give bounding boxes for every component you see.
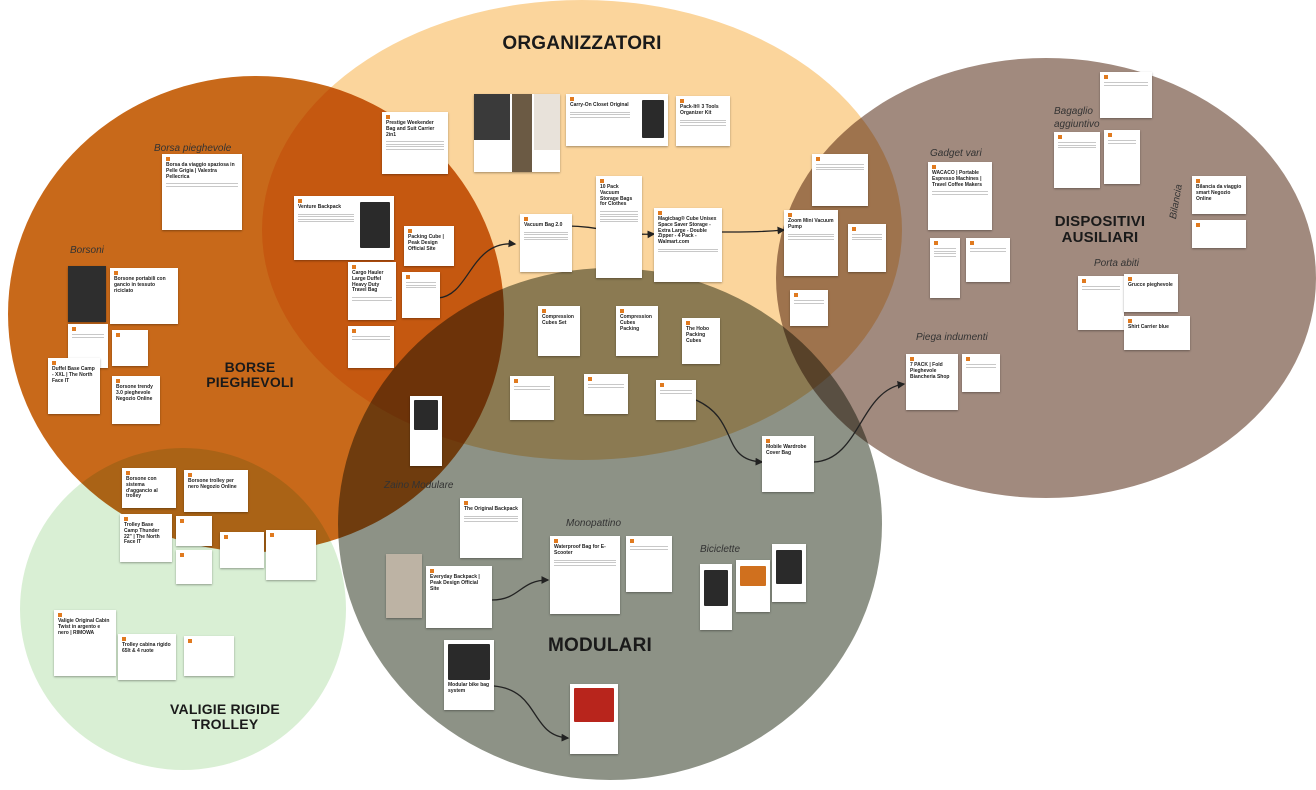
card-mobile-wardrobe[interactable]: Mobile Wardrobe Cover Bag xyxy=(762,436,814,492)
sublabel-gadget-vari: Gadget vari xyxy=(930,148,982,159)
card-gadget-3[interactable] xyxy=(790,290,828,326)
card-grucce-pieghevole[interactable]: Grucce pieghevole xyxy=(1124,274,1178,312)
sublabel-bagaglio-aggiuntivo: Bagaglio aggiuntivo xyxy=(1054,106,1100,130)
card-venture-backpack[interactable]: Venture Backpack xyxy=(294,196,394,260)
card-small-item[interactable] xyxy=(348,326,394,368)
card-borsa-viaggio[interactable]: Borsa da viaggio spaziosa in Pelle Grigi… xyxy=(162,154,242,230)
card-zaino-modulare[interactable] xyxy=(410,396,442,466)
card-gadget-1[interactable] xyxy=(812,154,868,206)
arrow-magicbag-to-zoom xyxy=(719,226,786,235)
card-borsone-riciclate[interactable]: Borsone portabili con gancio in tessuto … xyxy=(110,268,178,324)
card-trolley-small-b[interactable] xyxy=(176,550,212,584)
arrow-bike-to-tool xyxy=(493,685,570,742)
category-title-borse: BORSE PIEGHEVOLI xyxy=(206,359,294,390)
card-everyday-backpack[interactable]: Everyday Backpack | Peak Design Official… xyxy=(426,566,492,628)
card-original-backpack[interactable]: The Original Backpack xyxy=(460,498,522,558)
card-space-saver[interactable]: 10 Pack Vacuum Storage Bags for Clothes xyxy=(596,176,642,278)
photo-icon xyxy=(512,94,532,172)
card-bilancia-2[interactable] xyxy=(1192,220,1246,248)
photo-icon xyxy=(534,94,560,150)
card-cubes-e[interactable] xyxy=(584,374,628,414)
category-title-valigie: VALIGIE RIGIDE TROLLEY xyxy=(170,701,280,732)
card-bike-2[interactable] xyxy=(736,560,770,612)
card-valigie-original[interactable]: Valigie Original Cabin Twist in argento … xyxy=(54,610,116,676)
card-carry-on-closet[interactable]: Carry-On Closet Original xyxy=(566,94,668,146)
sublabel-borsoni: Borsoni xyxy=(70,245,104,256)
card-bike-1[interactable] xyxy=(700,564,732,630)
card-magicbag[interactable]: Magicbag® Cube Unisex Space Saver Storag… xyxy=(654,208,722,282)
card-fold-2[interactable] xyxy=(962,354,1000,392)
sublabel-biciclette: Biciclette xyxy=(700,544,741,555)
card-gadget-4[interactable] xyxy=(930,238,960,298)
card-cubes-d[interactable] xyxy=(510,376,554,420)
card-cubes-f[interactable] xyxy=(656,380,696,420)
card-packing-c[interactable]: The Hobo Packing Cubes xyxy=(682,318,720,364)
card-gadget-2[interactable] xyxy=(848,224,886,272)
card-fold-pieghevole[interactable]: 7 PACK | Fold Pieghevole Biancheria Shop xyxy=(906,354,958,410)
card-bagaglio-1[interactable] xyxy=(1100,72,1152,118)
card-borsone-trolley[interactable]: Borsone trolley per nero Negozio Online xyxy=(184,470,248,512)
card-bike-photo[interactable]: Modular bike bag system xyxy=(444,640,494,710)
circle-dispositivi xyxy=(776,58,1316,498)
card-compression-b[interactable]: Compression Cubes Packing xyxy=(616,306,658,356)
arrow-cubes-to-wardrobe xyxy=(695,399,764,466)
sublabel-borsa-pieghevole: Borsa pieghevole xyxy=(154,143,232,154)
card-prestige-weekender[interactable]: Prestige Weekender Bag and Suit Carrier … xyxy=(382,112,448,174)
circle-valigie xyxy=(20,448,346,770)
card-bike-3[interactable] xyxy=(772,544,806,602)
card-borsoni-photo[interactable] xyxy=(68,266,106,322)
card-gadget-5[interactable] xyxy=(966,238,1010,282)
sublabel-monopattino: Monopattino xyxy=(566,518,622,529)
card-trolley-small-c[interactable] xyxy=(220,532,264,568)
card-trolley-base-camp[interactable]: Trolley Base Camp Thunder 22" | The Nort… xyxy=(120,514,172,562)
card-packing-cube[interactable]: Packing Cube | Peak Design Official Site xyxy=(404,226,454,266)
card-backpack-photo[interactable] xyxy=(386,554,422,618)
card-bagaglio-2[interactable] xyxy=(1054,132,1100,188)
arrow-everyday-to-scooter xyxy=(491,576,550,601)
card-wacaco[interactable]: WACACO | Portable Espresso Machines | Tr… xyxy=(928,162,992,230)
arrow-cargo-to-vacuum xyxy=(437,239,517,299)
card-trolley-small-d[interactable] xyxy=(266,530,316,580)
card-trolley-extra[interactable] xyxy=(184,636,234,676)
sublabel-piega-indumenti: Piega indumenti xyxy=(916,332,988,343)
photo-icon xyxy=(474,94,510,140)
card-vacuum-bag[interactable]: Vacuum Bag 2.0 xyxy=(520,214,572,272)
card-borsoni-small-b[interactable] xyxy=(112,330,148,366)
sublabel-porta-abiti: Porta abiti xyxy=(1094,258,1140,269)
card-small-organizer[interactable] xyxy=(402,272,440,318)
category-title-organizzatori: ORGANIZZATORI xyxy=(502,33,662,54)
card-bilancia-1[interactable]: Bilancia da viaggio smart Negozio Online xyxy=(1192,176,1246,214)
photo-icon xyxy=(68,266,106,322)
card-trolley-small-a[interactable] xyxy=(176,516,212,546)
card-compression-a[interactable]: Compression Cubes Set xyxy=(538,306,580,356)
card-trolley-cabina[interactable]: Trolley cabina rigido 65lt & 4 ruote xyxy=(118,634,176,680)
card-grucce[interactable] xyxy=(1078,276,1124,330)
card-scooter-2[interactable] xyxy=(626,536,672,592)
card-waterproof-scooter[interactable]: Waterproof Bag for E-Scooter xyxy=(550,536,620,614)
card-borsone-trendy[interactable]: Borsone trendy 3.0 pieghevole Negozio On… xyxy=(112,376,160,424)
card-cargo-duffel[interactable]: Cargo Hauler Large Duffel Heavy Duty Tra… xyxy=(348,262,396,320)
category-title-dispositivi: DISPOSITIVI AUSILIARI xyxy=(1054,213,1146,246)
card-pack-it-organizer[interactable]: Pack-It® 3 Tools Organizer Kit xyxy=(676,96,730,146)
arrow-wardrobe-to-fold xyxy=(813,381,906,463)
card-shirt-carrier[interactable]: Shirt Carrier blue xyxy=(1124,316,1190,350)
card-borsone-catena[interactable]: Borsone con sistema d'aggancio al trolle… xyxy=(122,468,176,508)
sublabel-zaino-modulare: Zaino Modulare xyxy=(384,480,454,491)
photo-icon xyxy=(386,554,422,618)
card-duffel-base-camp[interactable]: Duffel Base Camp - XXL | The North Face … xyxy=(48,358,100,414)
card-photo-collage[interactable] xyxy=(474,94,560,172)
card-bike-tool[interactable] xyxy=(570,684,618,754)
category-title-modulari: MODULARI xyxy=(548,635,652,656)
card-bagaglio-3[interactable] xyxy=(1104,130,1140,184)
card-zoom-vacuum[interactable]: Zoom Mini Vacuum Pump xyxy=(784,210,838,276)
